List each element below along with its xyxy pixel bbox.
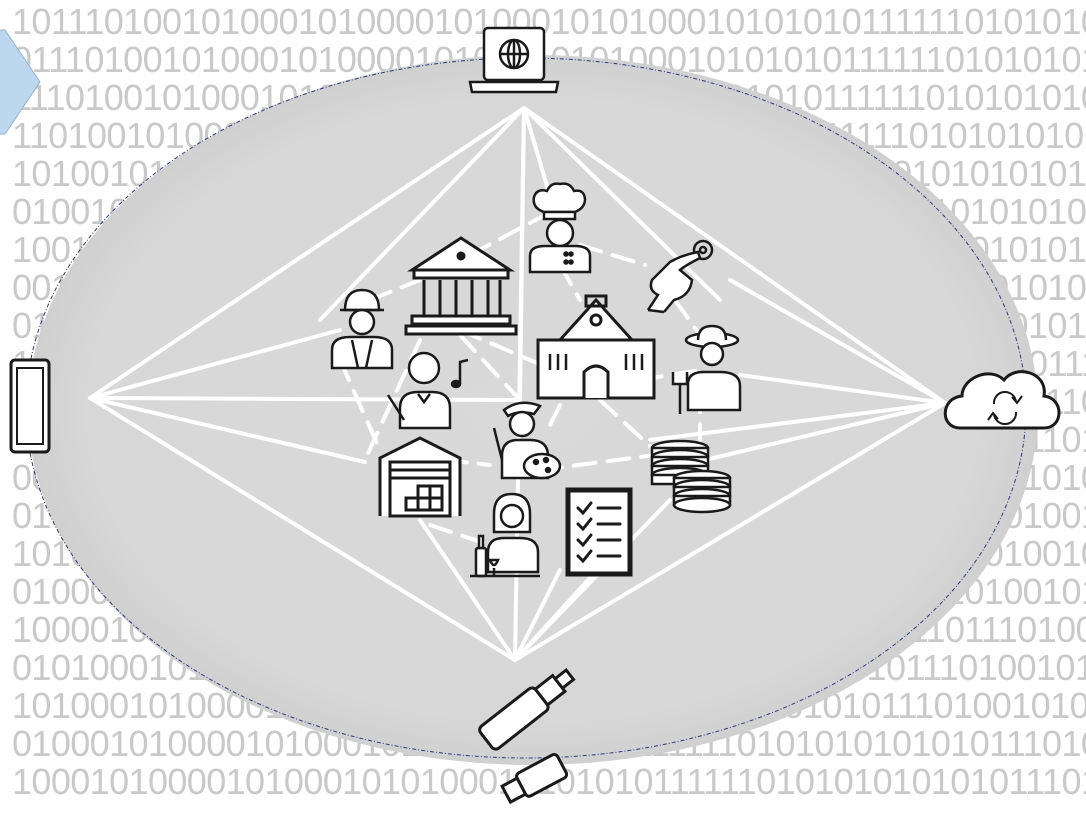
government-building-icon [404, 236, 518, 336]
farmer-icon [671, 324, 742, 414]
sommelier-icon [470, 492, 540, 578]
construction-worker-icon [330, 288, 394, 370]
checklist-icon [565, 487, 633, 577]
laptop-globe-icon [468, 26, 560, 94]
touch-gesture-icon [646, 239, 714, 314]
binary-row: 1011101001010001010000101000101010001010… [12, 1, 1086, 42]
warehouse-icon [378, 436, 462, 518]
tablet-icon [9, 358, 51, 454]
connection-lines [88, 106, 947, 662]
chef-icon [528, 182, 592, 274]
painter-icon [492, 401, 562, 480]
musician-icon [386, 351, 469, 430]
school-building-icon [536, 294, 656, 400]
usb-flash-drive-icon [478, 667, 576, 805]
arrow-shape [0, 29, 41, 135]
cloud-sync-icon [943, 370, 1061, 430]
coins-icon [650, 439, 732, 514]
